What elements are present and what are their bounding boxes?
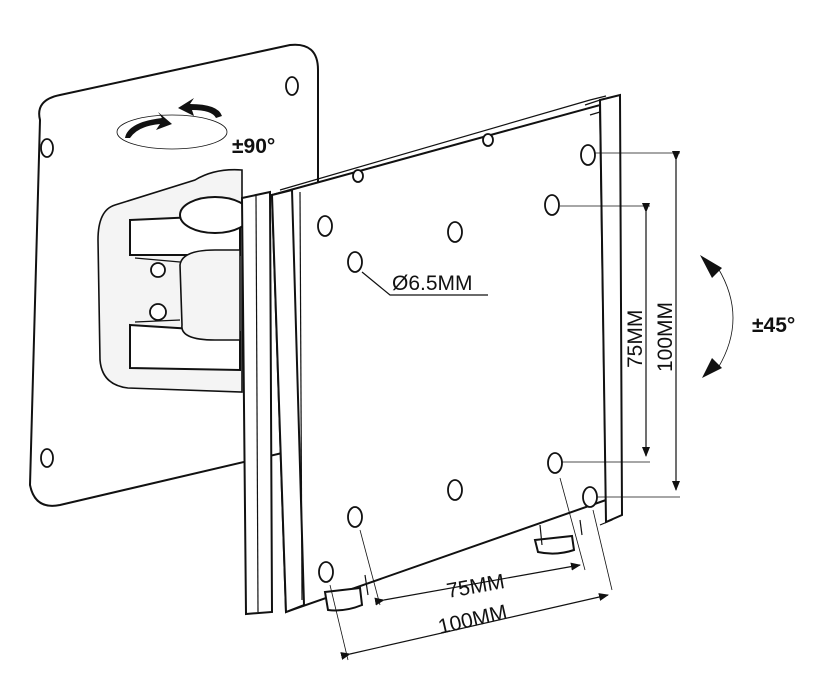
hinge-bolt-top-icon (150, 262, 166, 278)
vesa-hole-upper-small (352, 169, 364, 183)
wall-plate-hole-bottom-left (40, 448, 54, 468)
vesa-slot-top-center (447, 221, 463, 243)
horizontal-100-label: 100MM (436, 601, 509, 639)
vesa-hole-100-top-left (317, 215, 333, 237)
swivel-rotation-label: ±90° (232, 135, 275, 158)
vertical-75-label: 75MM (624, 310, 647, 368)
horizontal-dimension-lines (329, 477, 613, 661)
vesa-hole-100-bottom-left (318, 561, 334, 583)
vesa-hole-75-top-left (347, 251, 363, 273)
lock-lug-right (533, 534, 576, 555)
swivel-arrow-left-icon (125, 112, 172, 138)
vesa-hole-75-bottom-left (347, 506, 363, 528)
tilt-arrow-down-icon (702, 358, 722, 378)
rail-bar (240, 190, 274, 616)
hole-diameter-callout (361, 271, 488, 296)
tilt-arrow-up-icon (700, 255, 722, 278)
tilt-rotation-label: ±45° (752, 314, 795, 337)
vesa-hole-75-bottom-right (547, 452, 563, 474)
wall-plate-hole-top-right (285, 76, 299, 96)
lock-lug-left (323, 586, 364, 612)
horizontal-75-label: 75MM (445, 570, 506, 603)
vertical-dimension-lines (560, 151, 680, 498)
hinge-bolt-bottom-icon (149, 303, 167, 321)
vesa-hole-75-top-right (544, 194, 560, 216)
vesa-hole-100-top-right (580, 144, 596, 166)
dimension-100-horizontal (340, 593, 609, 660)
vesa-plate (270, 93, 624, 614)
swivel-rotation-indicator (116, 98, 228, 150)
vertical-100-label: 100MM (654, 302, 677, 372)
vesa-hole-upper-small-2 (482, 133, 494, 147)
hole-diameter-label: Ø6.5MM (392, 272, 473, 295)
vesa-hole-100-bottom-right (582, 486, 598, 508)
wall-plate-hole-top-left (40, 138, 54, 158)
hinge-assembly (97, 168, 251, 393)
vesa-slot-bottom-center (447, 479, 463, 501)
swivel-arrow-right-icon (178, 98, 222, 118)
tilt-rotation-indicator (700, 255, 734, 378)
